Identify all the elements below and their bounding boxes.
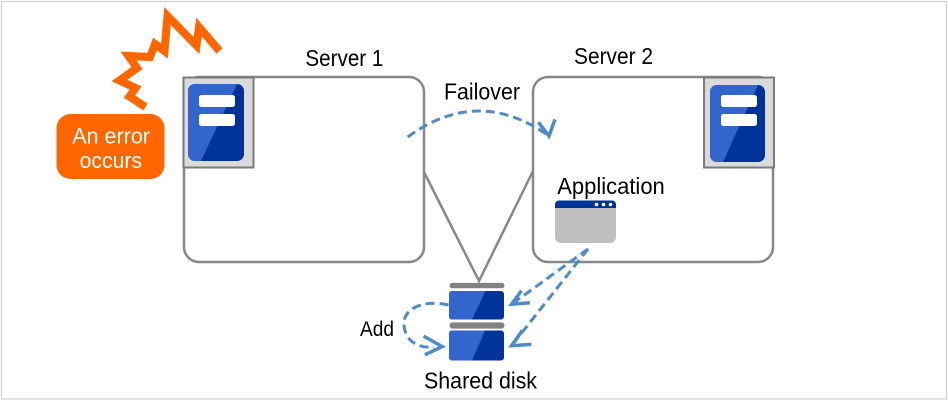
svg-text:An error: An error [72,123,150,148]
svg-text:Shared disk: Shared disk [424,367,537,393]
svg-text:Application: Application [557,173,665,199]
svg-text:Server 1: Server 1 [305,45,383,71]
svg-text:occurs: occurs [80,148,142,173]
svg-text:Add: Add [360,318,394,341]
svg-text:Server 2: Server 2 [574,43,653,69]
svg-text:Failover: Failover [444,78,520,104]
